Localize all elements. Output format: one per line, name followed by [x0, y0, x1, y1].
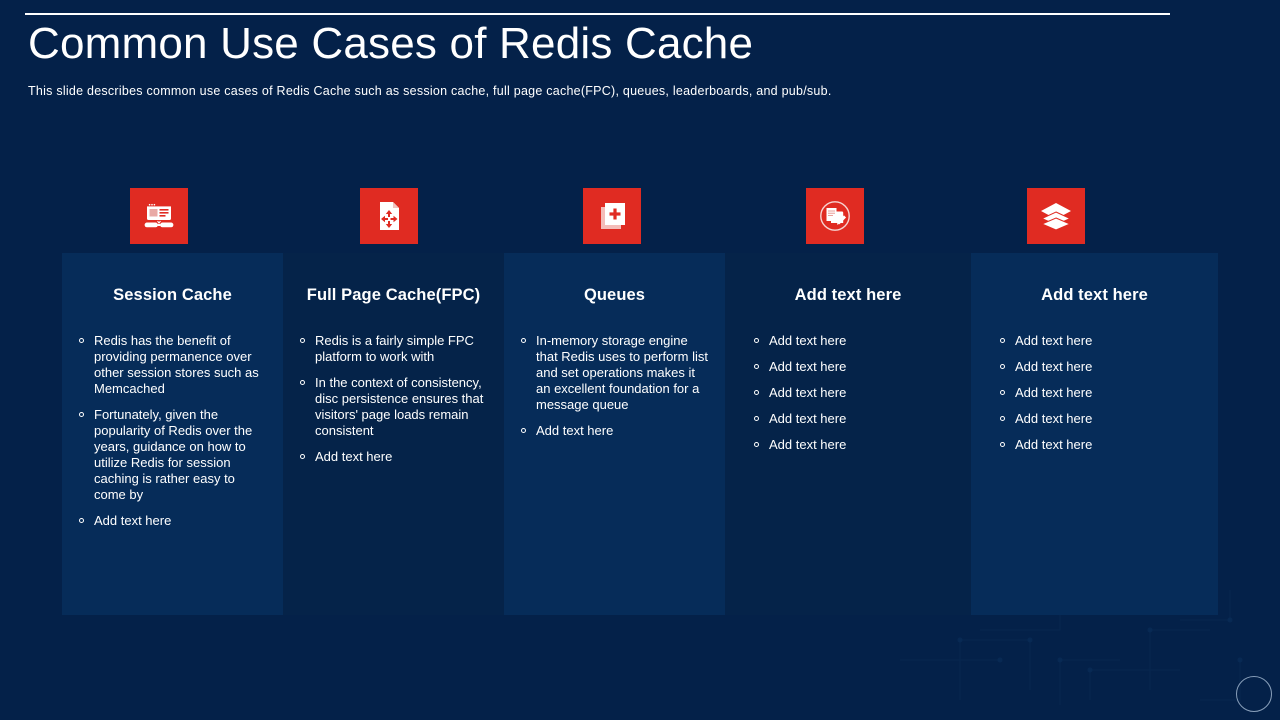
column-title: Queues [583, 286, 646, 304]
list-item: In-memory storage engine that Redis uses… [518, 333, 711, 413]
content-panel: Session Cache Redis has the benefit of p… [62, 253, 1218, 615]
session-cache-icon-tile[interactable] [130, 188, 188, 244]
list-item: Add text here [518, 423, 711, 439]
column-title: Add text here [794, 286, 902, 304]
pubsub-layers-icon-tile[interactable] [1027, 188, 1085, 244]
list-item: Add text here [751, 359, 949, 375]
list-item: Fortunately, given the popularity of Red… [76, 407, 269, 503]
column-full-page-cache: Full Page Cache(FPC) Redis is a fairly s… [283, 253, 504, 615]
list-item: Add text here [997, 333, 1196, 349]
list-item: Add text here [997, 437, 1196, 453]
list-item: Add text here [997, 359, 1196, 375]
list-item: Redis is a fairly simple FPC platform to… [297, 333, 490, 365]
page-subtitle: This slide describes common use cases of… [28, 84, 832, 98]
pubsub-layers-icon [1038, 199, 1074, 233]
list-item: Add text here [751, 437, 949, 453]
column-title: Full Page Cache(FPC) [306, 286, 481, 304]
queues-icon [595, 199, 629, 233]
list-item: Add text here [297, 449, 490, 465]
column-queues: Queues In-memory storage engine that Red… [504, 253, 725, 615]
list-item: Redis has the benefit of providing perma… [76, 333, 269, 397]
page-title: Common Use Cases of Redis Cache [28, 19, 754, 68]
column-pubsub: Add text here Add text here Add text her… [971, 253, 1218, 615]
list-item: Add text here [997, 411, 1196, 427]
corner-circle-decoration [1236, 676, 1272, 712]
list-item: Add text here [751, 333, 949, 349]
column-bullet-list: Redis has the benefit of providing perma… [62, 333, 283, 539]
column-bullet-list: Redis is a fairly simple FPC platform to… [283, 333, 504, 475]
column-bullet-list: Add text here Add text here Add text her… [725, 333, 971, 463]
header-divider-rule [25, 13, 1170, 15]
column-bullet-list: Add text here Add text here Add text her… [971, 333, 1218, 463]
queues-icon-tile[interactable] [583, 188, 641, 244]
column-session-cache: Session Cache Redis has the benefit of p… [62, 253, 283, 615]
full-page-cache-icon-tile[interactable] [360, 188, 418, 244]
column-leaderboards: Add text here Add text here Add text her… [725, 253, 971, 615]
leaderboards-icon-tile[interactable] [806, 188, 864, 244]
leaderboards-icon [817, 198, 853, 234]
list-item: Add text here [751, 411, 949, 427]
list-item: Add text here [997, 385, 1196, 401]
session-cache-icon [142, 199, 176, 233]
column-bullet-list: In-memory storage engine that Redis uses… [504, 333, 725, 449]
column-title: Session Cache [113, 286, 232, 304]
full-page-cache-icon [372, 199, 406, 233]
list-item: Add text here [76, 513, 269, 529]
list-item: Add text here [751, 385, 949, 401]
column-title: Add text here [1041, 286, 1148, 304]
icon-row [62, 188, 1218, 244]
list-item: In the context of consistency, disc pers… [297, 375, 490, 439]
